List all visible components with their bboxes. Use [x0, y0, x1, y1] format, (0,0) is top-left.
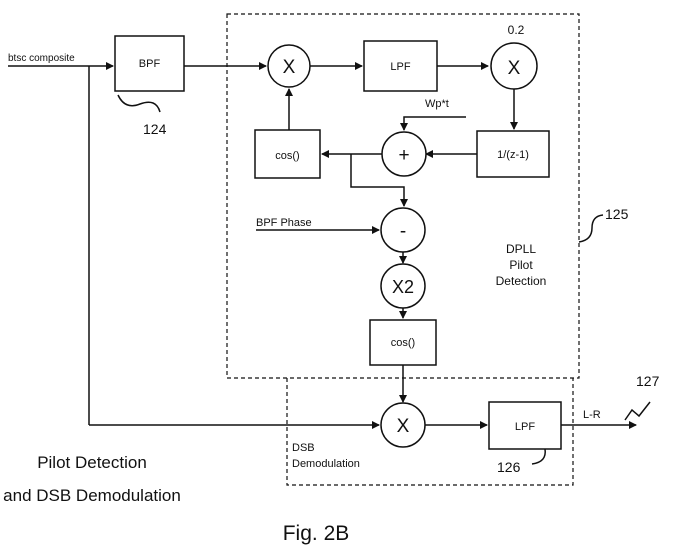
- gain-multiplier-symbol: X: [508, 58, 521, 79]
- ref-125-leader: [578, 214, 604, 243]
- dsb-label-1: DSB: [292, 442, 315, 454]
- output-label: L-R: [583, 409, 601, 421]
- bpf-block: [114, 35, 185, 92]
- wp-label: Wp*t: [425, 98, 449, 110]
- bottom-lpf-block: [488, 401, 562, 450]
- bottom-cos-block: [369, 319, 437, 366]
- dsb-mixer-symbol: X: [397, 416, 410, 437]
- bpf-label: BPF: [139, 58, 161, 70]
- ref-127: 127: [636, 373, 660, 389]
- gain-value: 0.2: [508, 23, 525, 37]
- ref-126-leader: [531, 448, 546, 465]
- caption-line-2: and DSB Demodulation: [3, 486, 181, 505]
- figure-label: Fig. 2B: [283, 522, 350, 545]
- top-cos-label: cos(): [275, 150, 299, 162]
- input-label: btsc composite: [8, 53, 75, 64]
- sum-symbol: +: [398, 145, 409, 166]
- ref-125: 125: [605, 206, 629, 222]
- wp-wire: [400, 116, 466, 131]
- ref-127-leader: [624, 401, 651, 421]
- doubler-symbol: X2: [392, 277, 414, 297]
- subtract-symbol: -: [400, 221, 406, 242]
- ref-124-leader: [117, 94, 161, 113]
- ref-124: 124: [143, 121, 167, 137]
- top-lpf-label: LPF: [390, 61, 410, 73]
- dsb-label-2: Demodulation: [292, 458, 360, 470]
- bpf-phase-label: BPF Phase: [256, 217, 312, 229]
- phase-tap-wire: [350, 154, 408, 207]
- bottom-cos-label: cos(): [391, 337, 415, 349]
- caption-line-1: Pilot Detection: [37, 453, 147, 472]
- top-mixer-symbol: X: [283, 57, 296, 78]
- bottom-lpf-label: LPF: [515, 421, 535, 433]
- integrator-label: 1/(z-1): [497, 149, 529, 161]
- top-cos-block: [254, 129, 321, 179]
- dpll-label-1: DPLL: [506, 242, 536, 256]
- dpll-label-3: Detection: [496, 274, 547, 288]
- dpll-label-2: Pilot: [509, 258, 533, 272]
- ref-126: 126: [497, 459, 521, 475]
- top-lpf-block: [363, 40, 438, 92]
